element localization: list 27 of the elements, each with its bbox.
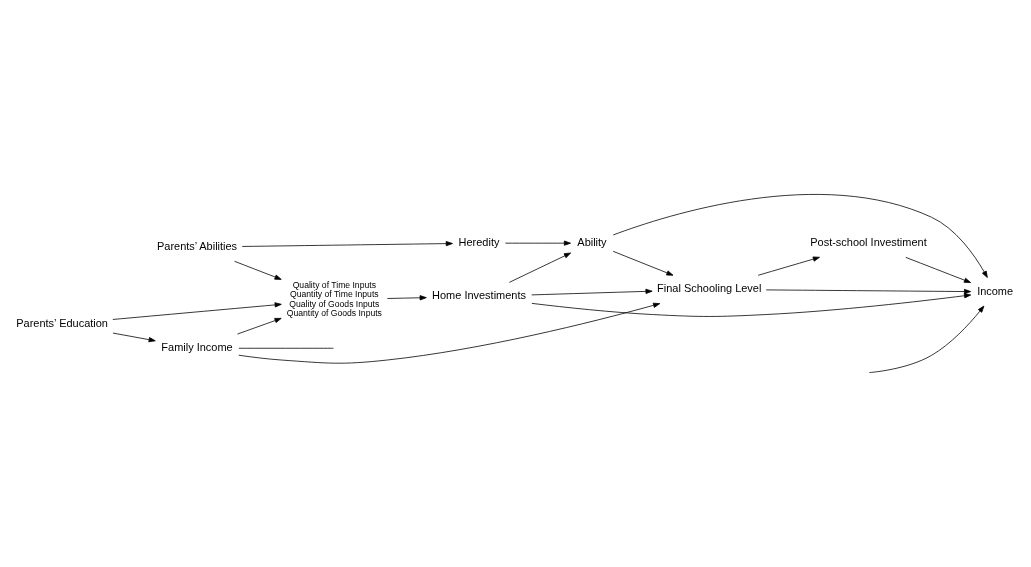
node-text: Parents’ Abilities	[157, 239, 238, 252]
node-text: Income	[977, 284, 1014, 297]
node-text: Final Schooling Level	[657, 282, 762, 295]
arrow	[612, 194, 988, 278]
arrow	[505, 240, 571, 246]
arrow	[612, 250, 674, 276]
arrow	[509, 252, 572, 283]
arrow	[387, 295, 427, 301]
arrow	[112, 332, 156, 343]
arrow	[757, 256, 820, 276]
arrow	[234, 260, 282, 280]
arrow	[531, 288, 653, 296]
node-text: Family Income	[161, 341, 233, 354]
node-text: Ability	[577, 236, 607, 249]
arrow	[238, 302, 661, 364]
node-text: Home Investiments	[432, 289, 526, 302]
node-text: Quality of Time Inputs Quantity of Time Inputs Quality of Goods Inputs Quantity of Goods Inputs	[286, 279, 382, 318]
node-text: Post-school Investiment	[810, 236, 927, 249]
arrow	[112, 302, 282, 320]
arrow	[905, 256, 971, 283]
arrow	[241, 241, 453, 247]
arrow	[868, 305, 985, 373]
node-text: Heredity	[458, 236, 500, 249]
arrow	[765, 288, 972, 295]
arrow	[531, 293, 972, 317]
node-text: Parents’ Education	[16, 316, 108, 329]
arrow	[237, 318, 282, 335]
